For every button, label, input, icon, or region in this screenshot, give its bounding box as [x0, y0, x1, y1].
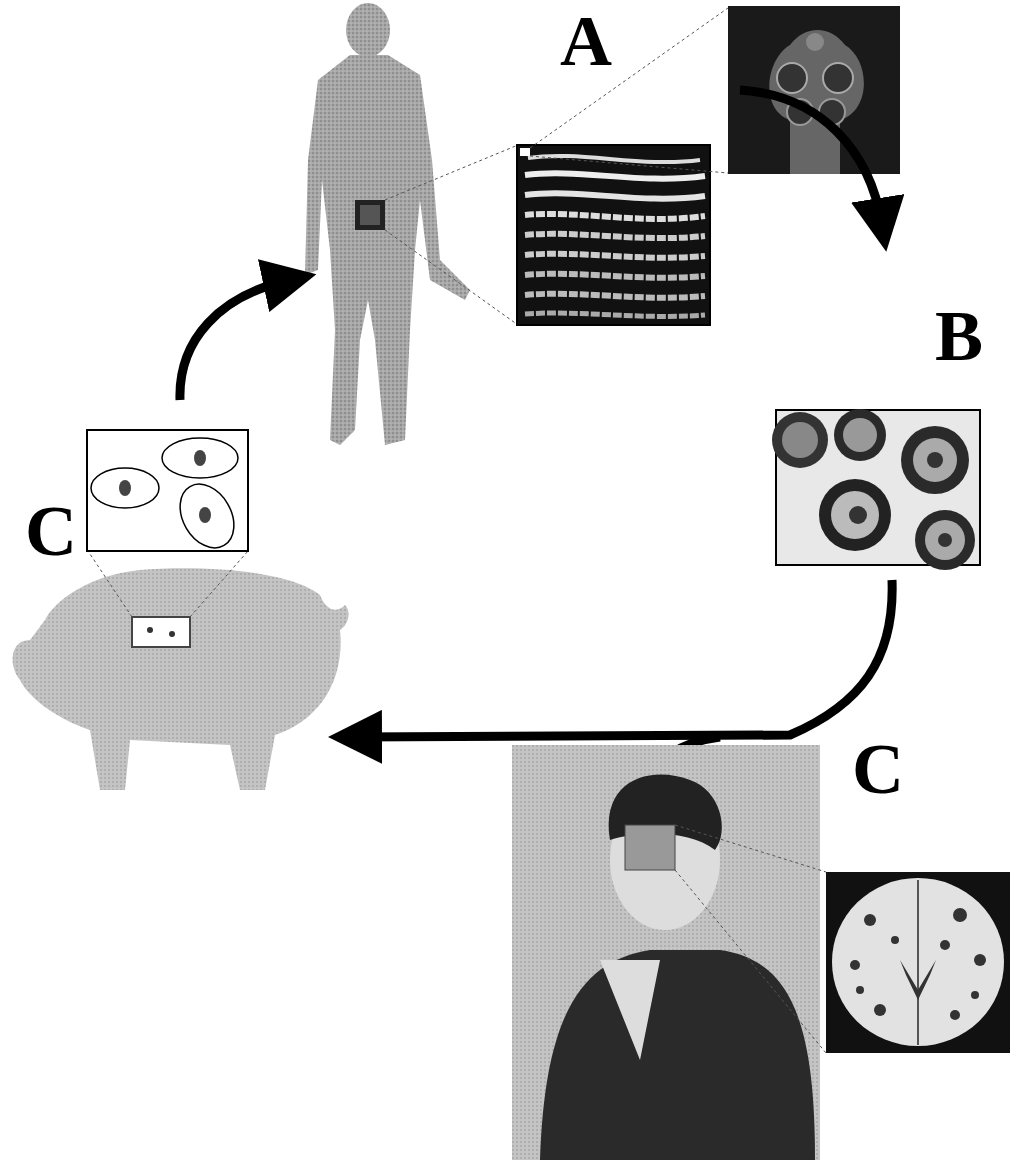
stage-letter: A — [560, 5, 612, 77]
stage-letter: C — [852, 733, 904, 805]
person-image — [512, 745, 820, 1160]
tapeworm-image — [517, 145, 710, 325]
cysticerci-image — [87, 430, 248, 557]
pig-figure — [13, 568, 349, 790]
stage-letter: B — [935, 300, 983, 372]
eggs-image — [772, 409, 980, 570]
stage-letter: C — [25, 495, 77, 567]
brain-image — [826, 872, 1010, 1053]
human-figure — [305, 3, 470, 445]
